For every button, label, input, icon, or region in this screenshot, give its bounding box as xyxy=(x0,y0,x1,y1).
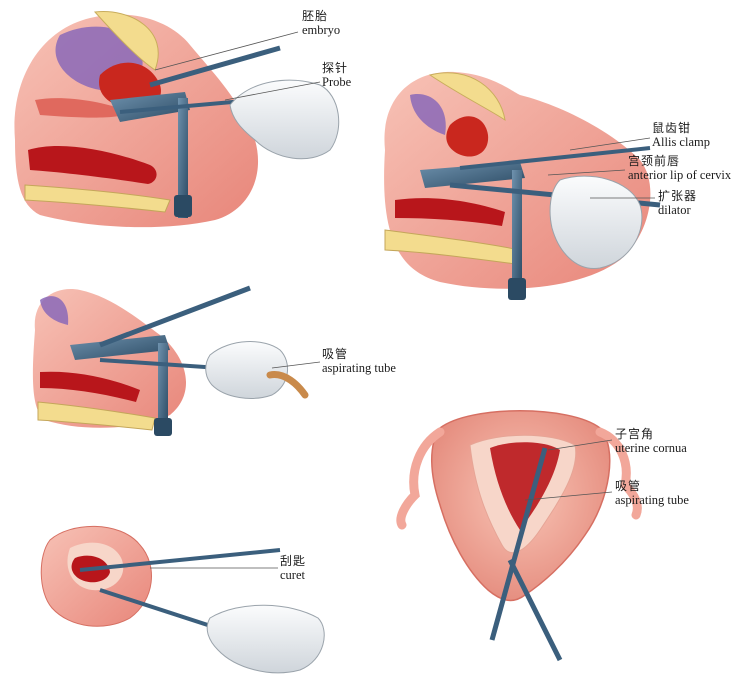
label-allis-en: Allis clamp xyxy=(652,135,710,150)
label-allis-clamp: 鼠齿钳 Allis clamp xyxy=(652,121,710,150)
label-dilator-en: dilator xyxy=(658,203,691,218)
label-dilator-zh: 扩张器 xyxy=(658,189,698,203)
label-embryo-zh: 胚胎 xyxy=(302,9,329,23)
label-curet: 刮匙 curet xyxy=(280,554,307,583)
label-tube2-zh: 吸管 xyxy=(615,479,642,493)
panel-uterine-cornua xyxy=(396,410,642,662)
label-tube2-en: aspirating tube xyxy=(615,493,689,508)
label-tube1-en: aspirating tube xyxy=(322,361,396,376)
label-curet-zh: 刮匙 xyxy=(280,554,307,568)
panel-aspirating-side xyxy=(32,285,309,436)
panel-curet xyxy=(40,525,325,674)
label-cervix-en: anterior lip of cervix xyxy=(628,168,732,183)
label-curet-en: curet xyxy=(280,568,305,583)
label-embryo: 胚胎 embryo xyxy=(302,9,341,38)
label-cornua-zh: 子宫角 xyxy=(615,427,655,441)
label-uterine-cornua: 子宫角 uterine cornua xyxy=(615,427,687,456)
label-tube1-zh: 吸管 xyxy=(322,347,349,361)
label-embryo-en: embryo xyxy=(302,23,341,38)
label-dilator: 扩张器 dilator xyxy=(658,189,698,218)
label-cornua-en: uterine cornua xyxy=(615,441,687,456)
label-cervix-zh: 宫颈前唇 xyxy=(628,154,681,168)
label-anterior-lip: 宫颈前唇 anterior lip of cervix xyxy=(628,154,732,183)
label-allis-zh: 鼠齿钳 xyxy=(652,121,692,135)
leader-lines xyxy=(150,31,655,569)
label-aspirating-tube-1: 吸管 aspirating tube xyxy=(322,347,396,376)
label-probe-zh: 探针 xyxy=(322,61,349,75)
label-aspirating-tube-2: 吸管 aspirating tube xyxy=(615,479,689,508)
panel-probe xyxy=(14,11,340,228)
label-probe: 探针 Probe xyxy=(322,61,352,90)
panel-dilator xyxy=(384,71,661,300)
label-probe-en: Probe xyxy=(322,75,352,90)
